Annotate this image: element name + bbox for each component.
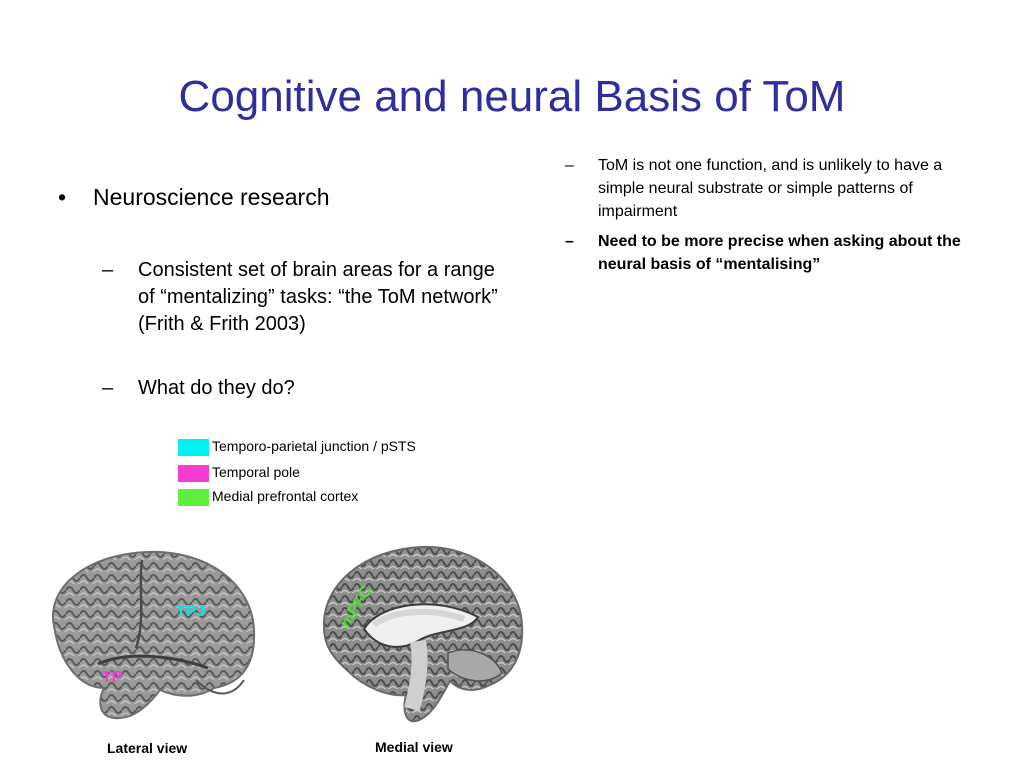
sub-bullet-text: Consistent set of brain areas for a rang… [138,259,498,335]
sub-bullet-text: What do they do? [138,377,295,399]
medial-view-caption: Medial view [375,739,453,755]
lateral-brain-image: TPJ TP [51,550,256,720]
right-point-marker: – [565,157,574,174]
legend-label: Medial prefrontal cortex [212,488,359,504]
medial-brain-image: mPFC [322,545,524,723]
sub-bullet-marker: – [102,259,114,281]
legend-label: Temporo-parietal junction / pSTS [212,438,416,454]
bullet-text: Neuroscience research [93,184,330,210]
legend-label: Temporal pole [212,464,300,480]
right-point-text: Need to be more precise when asking abou… [598,233,961,273]
region-label-tp: TP [102,669,123,686]
legend-swatch-magenta [178,465,209,482]
right-point-marker: – [565,233,574,250]
sub-bullet-brain-areas: – Consistent set of brain areas for a ra… [102,257,502,338]
right-point-need-precision: – Need to be more precise when asking ab… [562,230,982,276]
slide-title: Cognitive and neural Basis of ToM [178,72,846,121]
right-point-tom-function: – ToM is not one function, and is unlike… [562,154,982,223]
bullet-marker: • [58,184,67,210]
right-point-text: ToM is not one function, and is unlikely… [598,157,943,220]
sub-bullet-what-do-they-do: – What do they do? [102,375,502,402]
legend-swatch-cyan [178,439,209,456]
legend-swatch-green [178,489,209,506]
lateral-view-caption: Lateral view [107,740,188,756]
sub-bullet-marker: – [102,377,114,399]
region-label-tpj: TPJ [176,603,205,620]
